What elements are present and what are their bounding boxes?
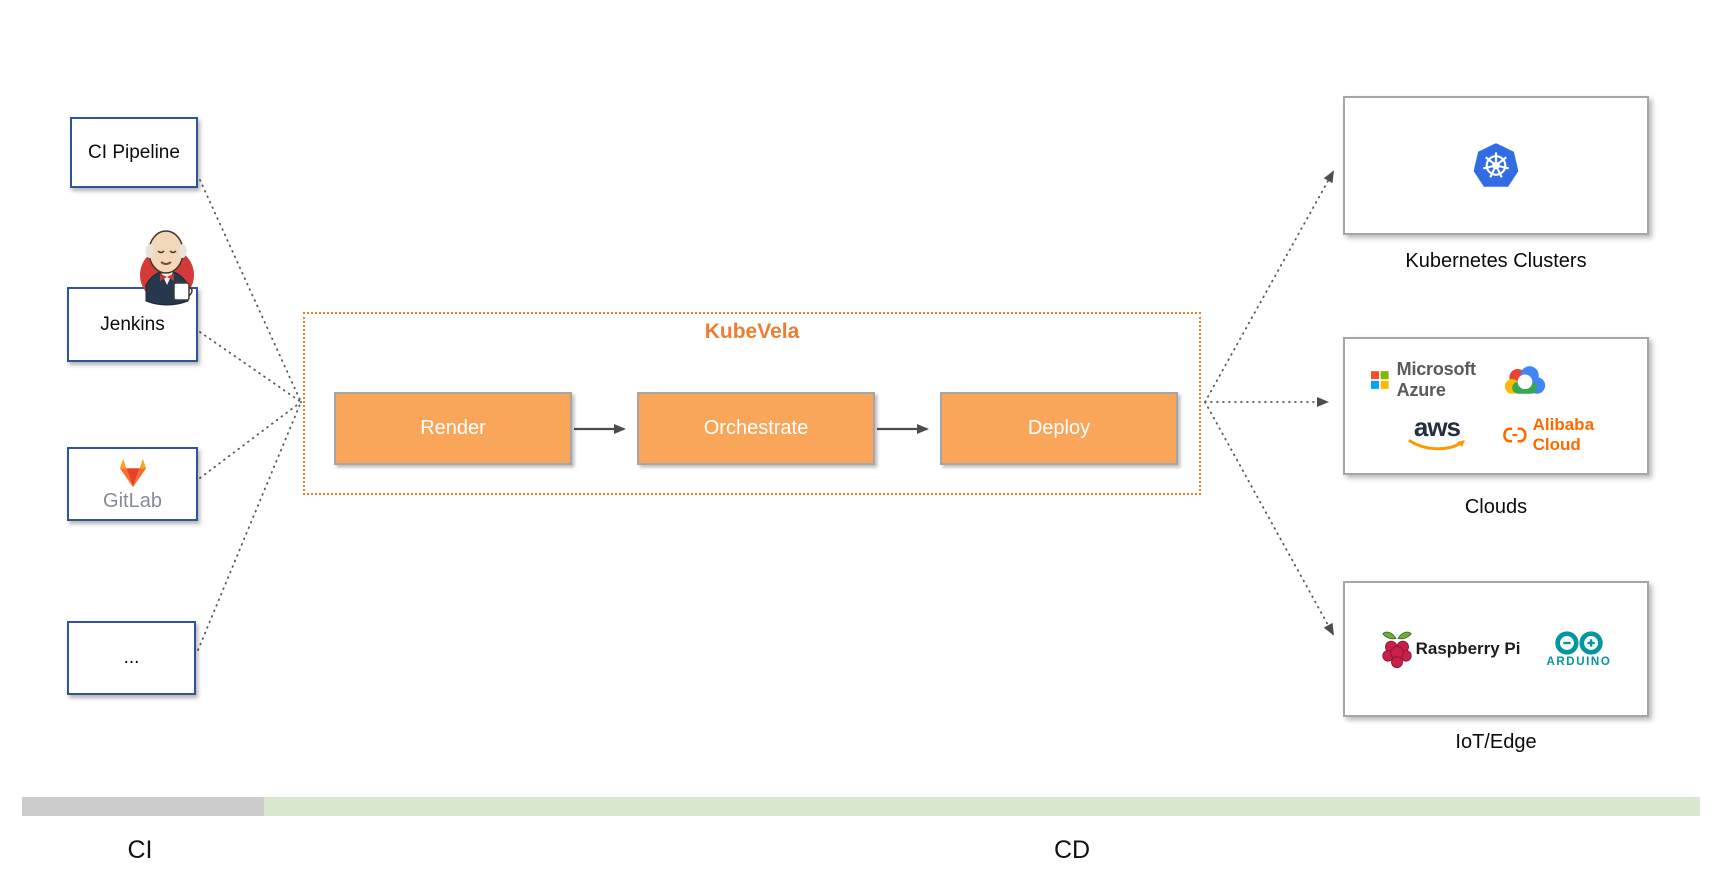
aws-logo-text: aws [1413, 412, 1461, 443]
alibaba-cloud-logo: Alibaba Cloud [1503, 415, 1623, 455]
cd-phase-bar [264, 797, 1700, 816]
source-box-gitlab: GitLab [67, 447, 198, 521]
kubernetes-icon [1473, 142, 1519, 187]
dotted-arrow-kubevela-iot [1204, 401, 1334, 636]
source-label-ci-pipeline: CI Pipeline [88, 141, 180, 163]
raspberry-icon [1381, 631, 1412, 669]
target-box-clouds: Microsoft Azure aws [1343, 337, 1649, 475]
gitlab-tanuki-icon [119, 458, 146, 488]
source-box-more: ... [67, 621, 196, 695]
source-label-gitlab: GitLab [103, 490, 162, 512]
source-label-more: ... [123, 647, 140, 668]
arduino-logo-text: ARDUINO [1546, 655, 1612, 668]
microsoft-squares-icon [1371, 371, 1389, 389]
raspberry-pi-logo-text: Raspberry Pi [1415, 639, 1521, 658]
target-box-iot-edge: Raspberry Pi ARDUINO [1343, 581, 1649, 717]
source-label-jenkins: Jenkins [100, 313, 165, 335]
dotted-line-gitlab-kubevela [199, 401, 302, 479]
microsoft-azure-logo: Microsoft Azure [1371, 359, 1503, 401]
aws-logo: aws [1371, 412, 1503, 452]
dotted-line-more-kubevela [197, 401, 302, 651]
stage-label-render: Render [420, 417, 486, 439]
dotted-line-cipipeline-kubevela [199, 179, 302, 403]
target-label-iot-edge: IoT/Edge [1455, 731, 1537, 753]
stage-label-deploy: Deploy [1027, 417, 1091, 439]
dotted-line-jenkins-kubevela [199, 331, 302, 403]
azure-logo-text: Microsoft Azure [1396, 359, 1476, 400]
google-cloud-logo [1504, 366, 1546, 394]
ci-phase-label: CI [127, 836, 153, 864]
source-box-ci-pipeline: CI Pipeline [70, 117, 198, 188]
raspberry-pi-logo: Raspberry Pi [1381, 629, 1521, 669]
target-label-clouds: Clouds [1464, 496, 1528, 518]
stage-label-orchestrate: Orchestrate [703, 417, 809, 439]
arduino-logo: ARDUINO [1547, 630, 1612, 669]
stage-box-orchestrate: Orchestrate [637, 392, 875, 465]
jenkins-mascot-icon [140, 230, 194, 306]
cd-phase-label: CD [1053, 836, 1091, 864]
target-box-kubernetes-clusters [1343, 96, 1649, 235]
dotted-arrow-kubevela-kubernetes [1204, 170, 1334, 403]
kubevela-container: KubeVela Render Orchestrate Deploy [303, 312, 1201, 495]
arduino-infinity-icon [1555, 631, 1603, 655]
ci-phase-bar [22, 797, 264, 816]
stage-box-render: Render [334, 392, 572, 465]
stage-box-deploy: Deploy [940, 392, 1178, 465]
kubevela-title: KubeVela [704, 320, 800, 343]
aws-smile-icon [1408, 439, 1465, 450]
target-label-kubernetes-clusters: Kubernetes Clusters [1405, 250, 1587, 272]
alibaba-brackets-icon [1503, 427, 1527, 443]
alibaba-logo-text: Alibaba Cloud [1532, 415, 1595, 454]
